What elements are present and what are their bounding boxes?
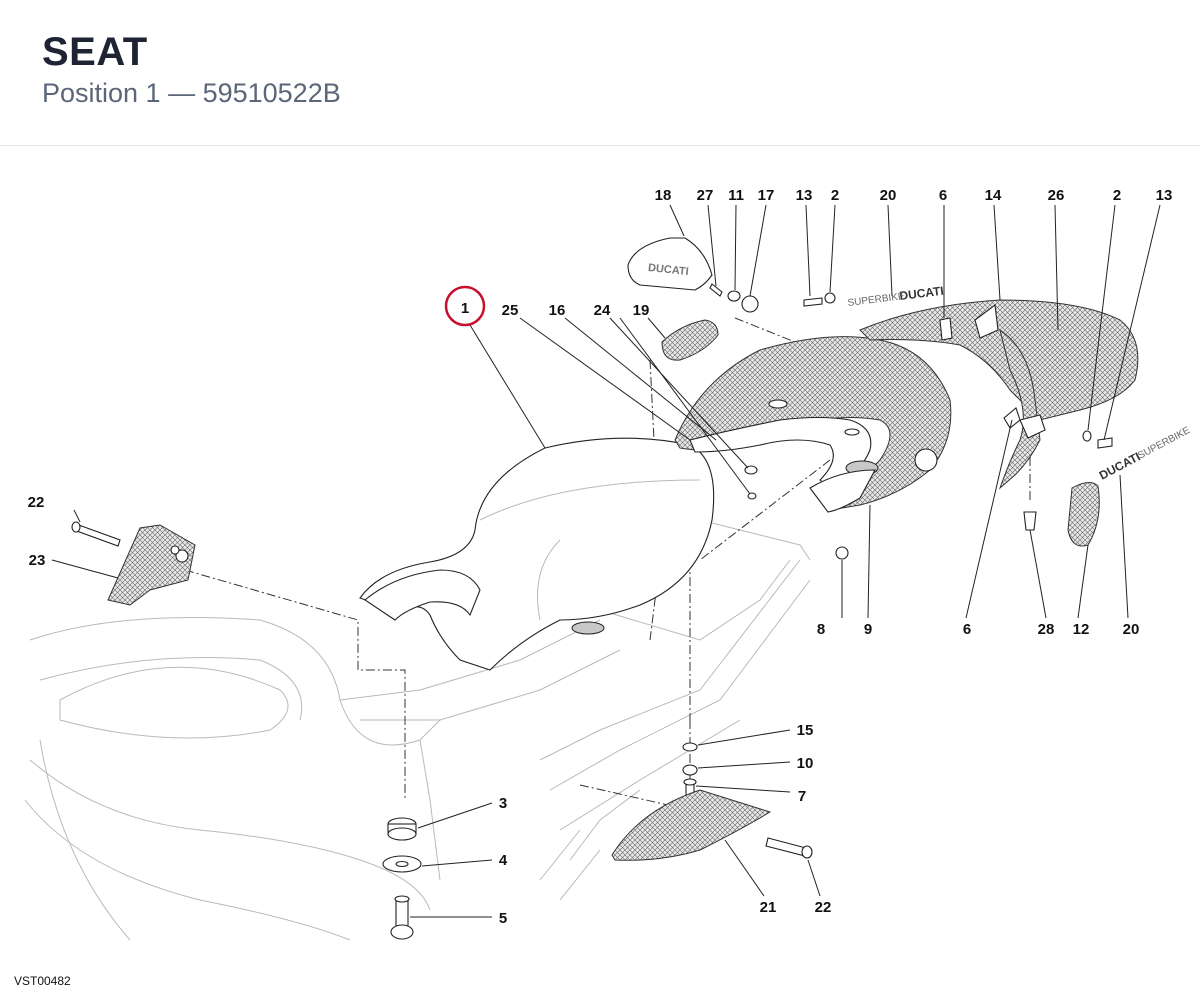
diagram-canvas: DUCATI <box>24 187 1192 941</box>
callout-2-right[interactable]: 2 <box>1113 187 1121 204</box>
exploded-parts-diagram: DUCATI <box>0 146 1200 991</box>
callout-6-bottom[interactable]: 6 <box>963 621 971 638</box>
part-washer[interactable] <box>382 855 422 873</box>
callout-24[interactable]: 24 <box>594 302 611 319</box>
callout-28[interactable]: 28 <box>1038 621 1055 638</box>
callout-18[interactable]: 18 <box>655 187 672 204</box>
part-bracket[interactable] <box>107 524 196 606</box>
callout-15[interactable]: 15 <box>797 722 814 739</box>
callout-12[interactable]: 12 <box>1073 621 1090 638</box>
part-side-panel[interactable] <box>998 328 1046 490</box>
part-decal-upper[interactable]: DUCATI SUPERBIKE <box>847 284 944 309</box>
callout-27[interactable]: 27 <box>697 187 714 204</box>
callout-7[interactable]: 7 <box>798 788 806 805</box>
callout-2-left[interactable]: 2 <box>831 187 839 204</box>
callout-6-top[interactable]: 6 <box>939 187 947 204</box>
part-trim-piece[interactable] <box>611 789 772 861</box>
callout-20-bottom[interactable]: 20 <box>1123 621 1140 638</box>
part-tail-shell[interactable] <box>859 299 1139 421</box>
part-mesh-grille-right[interactable] <box>1067 482 1100 547</box>
part-seat[interactable] <box>359 437 715 671</box>
badge-logo-text: DUCATI <box>647 262 689 278</box>
callout-11[interactable]: 11 <box>728 187 744 204</box>
callout-1[interactable]: 1 <box>461 300 469 317</box>
page-title: SEAT <box>42 30 148 74</box>
callout-8[interactable]: 8 <box>817 621 825 638</box>
callout-5[interactable]: 5 <box>499 910 507 927</box>
callout-16[interactable]: 16 <box>549 302 566 319</box>
callout-20-top[interactable]: 20 <box>880 187 897 204</box>
part-bolt-lower[interactable] <box>765 837 813 859</box>
part-fasteners[interactable] <box>709 283 1113 560</box>
callout-labels: 1 18 27 11 17 13 2 20 6 14 26 2 13 25 16… <box>28 187 1173 927</box>
callout-26[interactable]: 26 <box>1048 187 1065 204</box>
callout-17[interactable]: 17 <box>758 187 775 204</box>
callout-13-right[interactable]: 13 <box>1156 187 1173 204</box>
callout-9[interactable]: 9 <box>864 621 872 638</box>
part-small-washer[interactable] <box>682 742 698 797</box>
callout-23[interactable]: 23 <box>29 552 46 569</box>
page-subtitle: Position 1 — 59510522B <box>42 78 341 108</box>
callout-4[interactable]: 4 <box>499 852 508 869</box>
decal-upper-brand: DUCATI <box>899 284 945 303</box>
part-bolt-upper[interactable] <box>71 521 121 547</box>
callout-19[interactable]: 19 <box>633 302 650 319</box>
decal-lower-model: SUPERBIKE <box>1136 425 1192 462</box>
page-header: SEAT Position 1 — 59510522B <box>0 0 1200 146</box>
leader-lines <box>51 204 1161 918</box>
part-spacer-bolt[interactable] <box>390 895 414 940</box>
highlight-ring <box>444 285 486 327</box>
part-rubber-grommet[interactable] <box>387 817 417 841</box>
callout-3[interactable]: 3 <box>499 795 507 812</box>
part-badge[interactable]: DUCATI <box>627 237 713 291</box>
callout-21[interactable]: 21 <box>760 899 777 916</box>
callout-25[interactable]: 25 <box>502 302 519 319</box>
part-seat-cowl[interactable] <box>674 336 952 513</box>
callout-10[interactable]: 10 <box>797 755 814 772</box>
part-mesh-grille-left[interactable] <box>661 319 719 361</box>
callout-14[interactable]: 14 <box>985 187 1002 204</box>
callout-13-left[interactable]: 13 <box>796 187 813 204</box>
decal-upper-model: SUPERBIKE <box>847 291 905 309</box>
callout-22-top[interactable]: 22 <box>28 494 45 511</box>
diagram-code: VST00482 <box>14 974 71 988</box>
part-decal-lower[interactable]: DUCATI SUPERBIKE <box>1097 425 1192 483</box>
callout-22-bottom[interactable]: 22 <box>815 899 832 916</box>
ghost-frame-outline <box>24 519 811 941</box>
